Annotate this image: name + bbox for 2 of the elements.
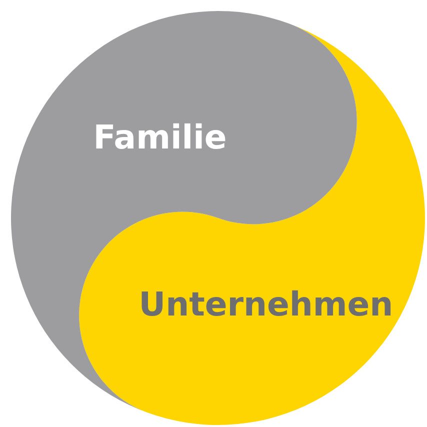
segment-label: Unternehmen [138,284,394,324]
segment-label: Familie [93,118,227,156]
